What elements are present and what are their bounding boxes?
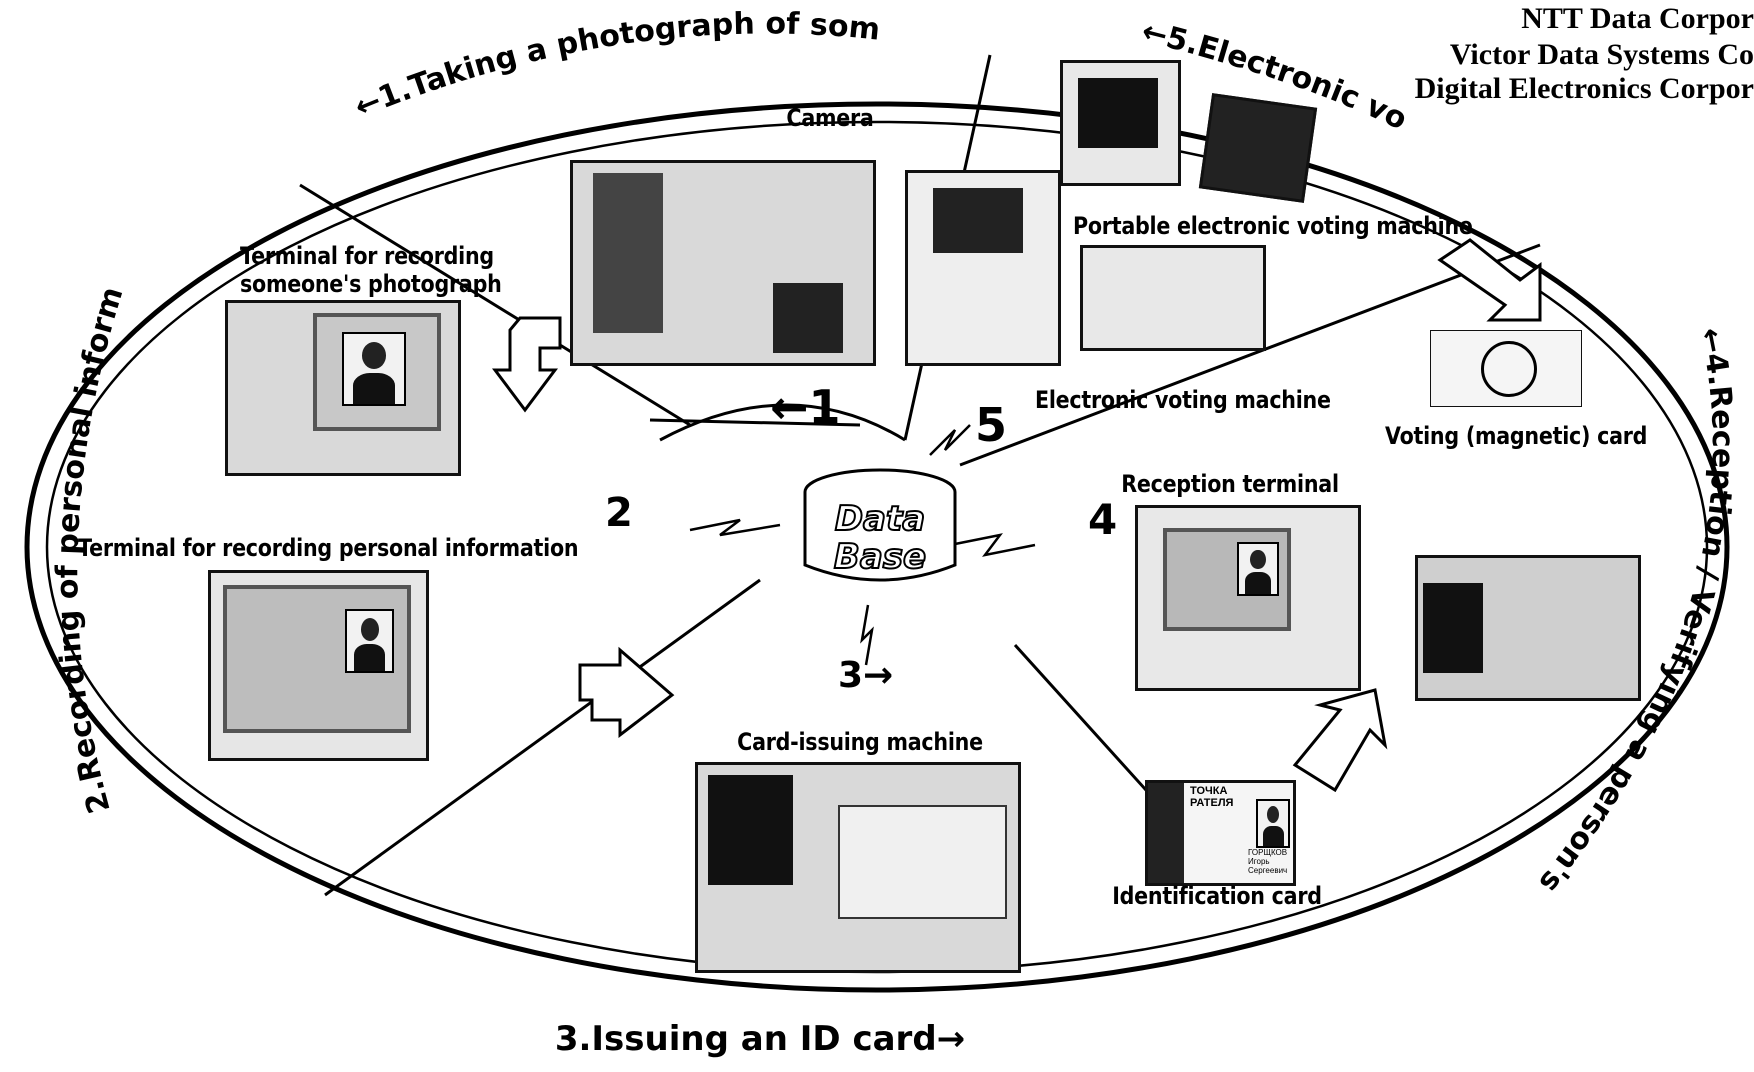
card-machine-label: Card-issuing machine	[737, 728, 983, 756]
corp-digital: Digital Electronics Corpor	[1414, 72, 1754, 105]
portable-machine-open-photo	[1080, 245, 1266, 351]
database-label: Data Base	[812, 499, 948, 577]
reception-terminal-photo	[1135, 505, 1361, 691]
id-card-stripe	[1148, 783, 1184, 883]
portable-screen-icon	[1078, 78, 1158, 148]
id-card-name-3: Сергеевич	[1248, 866, 1288, 875]
photo-terminal-label-1: Terminal for recording	[240, 242, 494, 270]
monitor-screen	[313, 313, 441, 431]
id-card-title-1: ТОЧКА	[1190, 785, 1228, 797]
electronic-voting-machine-label: Electronic voting machine	[1035, 386, 1331, 414]
id-card-name-2: Игорь	[1248, 857, 1270, 866]
step-number-1: ←1	[770, 380, 841, 434]
step-2-title: 2.Recording of personal information→	[0, 0, 130, 817]
portable-machine-photo	[1060, 60, 1181, 186]
database-label-line1: Data	[834, 499, 926, 539]
corp-victor: Victor Data Systems Co	[1449, 38, 1754, 71]
reception-terminal-label: Reception terminal	[1121, 470, 1339, 498]
portable-tablet-photo	[1198, 93, 1318, 203]
step-number-3: 3→	[838, 655, 894, 696]
portrait-thumbnail	[345, 609, 394, 673]
personal-terminal-label: Terminal for recording personal informat…	[78, 534, 579, 562]
personal-terminal-photo	[208, 570, 429, 761]
card-reader-icon	[1423, 583, 1483, 673]
database-label-line2: Base	[833, 537, 927, 577]
photo-terminal-photo	[225, 300, 461, 476]
camera-label: Camera	[786, 104, 874, 132]
id-card-label: Identification card	[1112, 882, 1322, 910]
inner-arc	[659, 403, 906, 442]
step-number-5: 5	[975, 398, 1008, 452]
voting-screen-icon	[933, 188, 1023, 253]
step-number-2: 2	[605, 490, 633, 536]
flow-arrow-right	[578, 646, 675, 739]
card-machine-photo	[695, 762, 1021, 973]
card-printer-icon	[838, 805, 1007, 919]
outer-ring	[24, 101, 1730, 993]
portable-voting-machine-label: Portable electronic voting machine	[1073, 212, 1473, 240]
portrait-thumbnail	[342, 332, 406, 406]
id-card-portrait	[1256, 799, 1290, 848]
flow-arrow-up	[1292, 688, 1388, 793]
electronic-voting-machine-photo	[905, 170, 1061, 366]
photo-terminal-label-2: someone's photograph	[240, 270, 502, 298]
portrait-thumbnail	[1237, 542, 1279, 596]
id-card-name-1: ГОРЩКОВ	[1248, 848, 1288, 857]
lightning-bolts	[689, 424, 1036, 666]
verification-photo	[1415, 555, 1641, 701]
flow-arrow-down	[492, 316, 562, 413]
monitor-icon	[708, 775, 793, 885]
step-number-4: 4	[1088, 495, 1118, 544]
camera-photo	[570, 160, 876, 366]
database-icon	[803, 468, 957, 582]
step-3-title: 3.Issuing an ID card→	[555, 1019, 965, 1059]
camera-body-icon	[773, 283, 843, 353]
id-card-title-2: РАТЕЛЯ	[1190, 797, 1234, 809]
voting-card-label: Voting (magnetic) card	[1385, 422, 1648, 450]
corp-ntt: NTT Data Corpor	[1521, 2, 1754, 35]
form-screen	[223, 585, 411, 733]
voting-card-photo	[1430, 330, 1582, 407]
flow-arrow-reception	[1437, 238, 1542, 322]
id-card-photo: ТОЧКА РАТЕЛЯ ГОРЩКОВ Игорь Сергеевич	[1145, 780, 1296, 886]
studio-backdrop	[593, 173, 663, 333]
emblem-icon	[1481, 341, 1537, 397]
reception-screen	[1163, 528, 1291, 631]
